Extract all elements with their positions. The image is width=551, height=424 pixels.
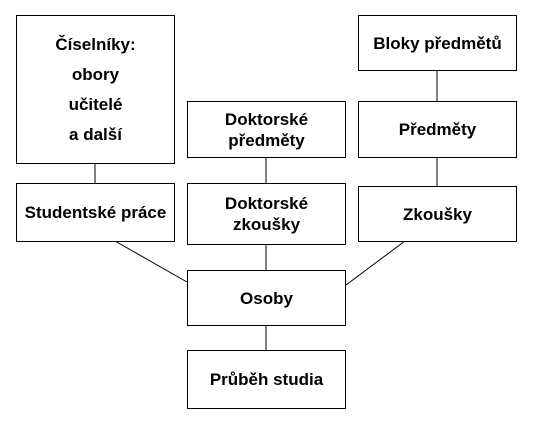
node-doktorske-zkousky-line-1: Doktorské — [224, 194, 309, 213]
node-ciselniky: Číselníky: obory učitelé a další — [16, 15, 175, 164]
node-ciselniky-line-2: obory — [71, 64, 120, 84]
node-zkousky-label: Zkoušky — [403, 204, 472, 224]
node-ciselniky-line-4: a další — [69, 124, 122, 144]
node-prubeh-studia: Průběh studia — [187, 350, 346, 409]
node-osoby: Osoby — [187, 270, 346, 326]
node-doktorske-zkousky: Doktorské zkoušky — [187, 183, 346, 245]
node-osoby-label: Osoby — [240, 288, 293, 308]
node-doktorske-predmety: Doktorské předměty — [187, 101, 346, 158]
node-studentske-prace: Studentské práce — [16, 183, 175, 242]
node-doktorske-zkousky-line-2: zkoušky — [232, 215, 301, 234]
node-ciselniky-line-1: Číselníky: — [55, 34, 136, 54]
node-doktorske-predmety-line-2: předměty — [228, 130, 305, 150]
node-ciselniky-line-3: učitelé — [68, 94, 123, 114]
node-studentske-prace-label: Studentské práce — [24, 203, 167, 222]
node-doktorske-predmety-line-1: Doktorské — [224, 109, 309, 129]
connector-studentske-prace-osoby — [114, 240, 188, 283]
connector-zkousky-osoby — [345, 240, 406, 286]
node-prubeh-studia-label: Průběh studia — [209, 370, 324, 389]
node-predmety-label: Předměty — [398, 120, 477, 139]
node-zkousky: Zkoušky — [358, 186, 517, 242]
node-predmety: Předměty — [358, 101, 517, 158]
node-bloky-predmetu: Bloky předmětů — [358, 15, 517, 71]
node-bloky-predmetu-label: Bloky předmětů — [373, 33, 502, 53]
